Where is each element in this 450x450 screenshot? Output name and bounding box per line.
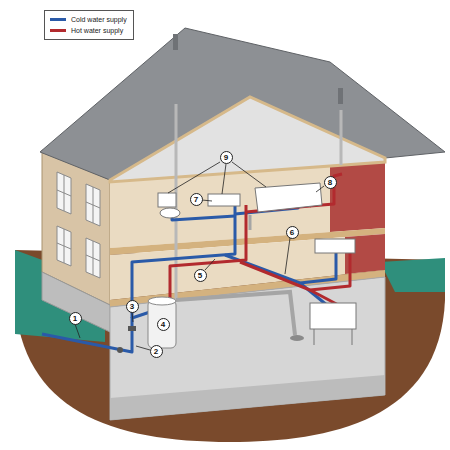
leader-line-part — [168, 162, 220, 193]
fixture-part — [158, 193, 176, 207]
roof-part — [110, 97, 385, 182]
interior-rooms — [110, 162, 385, 420]
drain-vent-pipe-part — [249, 215, 252, 230]
shutoff-valve — [117, 326, 136, 353]
interior-rooms-part — [110, 277, 385, 420]
drain-vent-pipe-part — [340, 110, 343, 165]
roof — [40, 28, 445, 182]
leader-line-part — [222, 164, 226, 194]
water-heater — [148, 297, 176, 348]
leader-line-part — [232, 162, 266, 187]
callout-number: 1 — [69, 312, 82, 325]
legend-text: Hot water supply — [71, 27, 123, 34]
callout-number: 6 — [286, 226, 299, 239]
legend-box: Cold water supplyHot water supply — [44, 10, 134, 40]
fixture-part — [255, 183, 322, 212]
fixture-part — [208, 194, 240, 206]
fixture — [158, 183, 356, 345]
fixture-part — [352, 329, 353, 345]
leader-line-part — [132, 312, 133, 322]
window-part — [86, 202, 100, 208]
exterior-wall — [42, 150, 110, 332]
fixture-part — [315, 239, 355, 253]
callout-number: 4 — [157, 318, 170, 331]
shutoff-valve-part — [117, 347, 123, 353]
callout-number: 2 — [150, 345, 163, 358]
legend-swatch — [50, 29, 66, 32]
fixture-part — [160, 208, 180, 218]
shutoff-valve-part — [128, 326, 136, 331]
legend-text: Cold water supply — [71, 16, 127, 23]
leader-line — [75, 162, 324, 350]
legend-row: Cold water supply — [50, 14, 127, 25]
window-part — [86, 255, 100, 261]
cold-water-pipe-part — [42, 312, 150, 352]
water-heater-part — [148, 300, 176, 348]
cold-water-pipe-part — [172, 210, 235, 220]
legend-row: Hot water supply — [50, 25, 127, 36]
exterior-wall-part — [42, 272, 110, 332]
leader-line-part — [136, 346, 150, 350]
earth-part — [380, 258, 445, 292]
window-part — [57, 226, 71, 266]
window-part — [57, 190, 71, 196]
interior-rooms-part — [330, 162, 385, 232]
roof-part — [173, 34, 178, 50]
window-part — [86, 184, 100, 226]
water-heater-part — [148, 297, 176, 305]
callout-number: 8 — [324, 176, 337, 189]
callout-number: 5 — [194, 269, 207, 282]
window — [57, 172, 100, 278]
window-part — [57, 172, 71, 214]
interior-rooms-part — [110, 375, 385, 420]
cold-water-pipe — [42, 198, 336, 352]
callout-number: 9 — [220, 151, 233, 164]
window-part — [86, 238, 100, 278]
leader-line-part — [75, 324, 80, 338]
leader-line-part — [205, 259, 215, 270]
roof-part — [338, 88, 343, 104]
callout-number: 7 — [190, 193, 203, 206]
hot-water-pipe-part — [170, 205, 246, 300]
drain-vent-pipe-part — [290, 335, 304, 341]
fixture-part — [314, 329, 315, 345]
leader-line-part — [316, 186, 324, 192]
leader-line-part — [202, 200, 212, 201]
drain-vent-pipe-part — [176, 292, 295, 335]
callout-number: 3 — [126, 300, 139, 313]
window-part — [57, 243, 71, 249]
leader-line-part — [285, 238, 290, 274]
legend-swatch — [50, 18, 66, 21]
fixture-part — [310, 303, 356, 329]
